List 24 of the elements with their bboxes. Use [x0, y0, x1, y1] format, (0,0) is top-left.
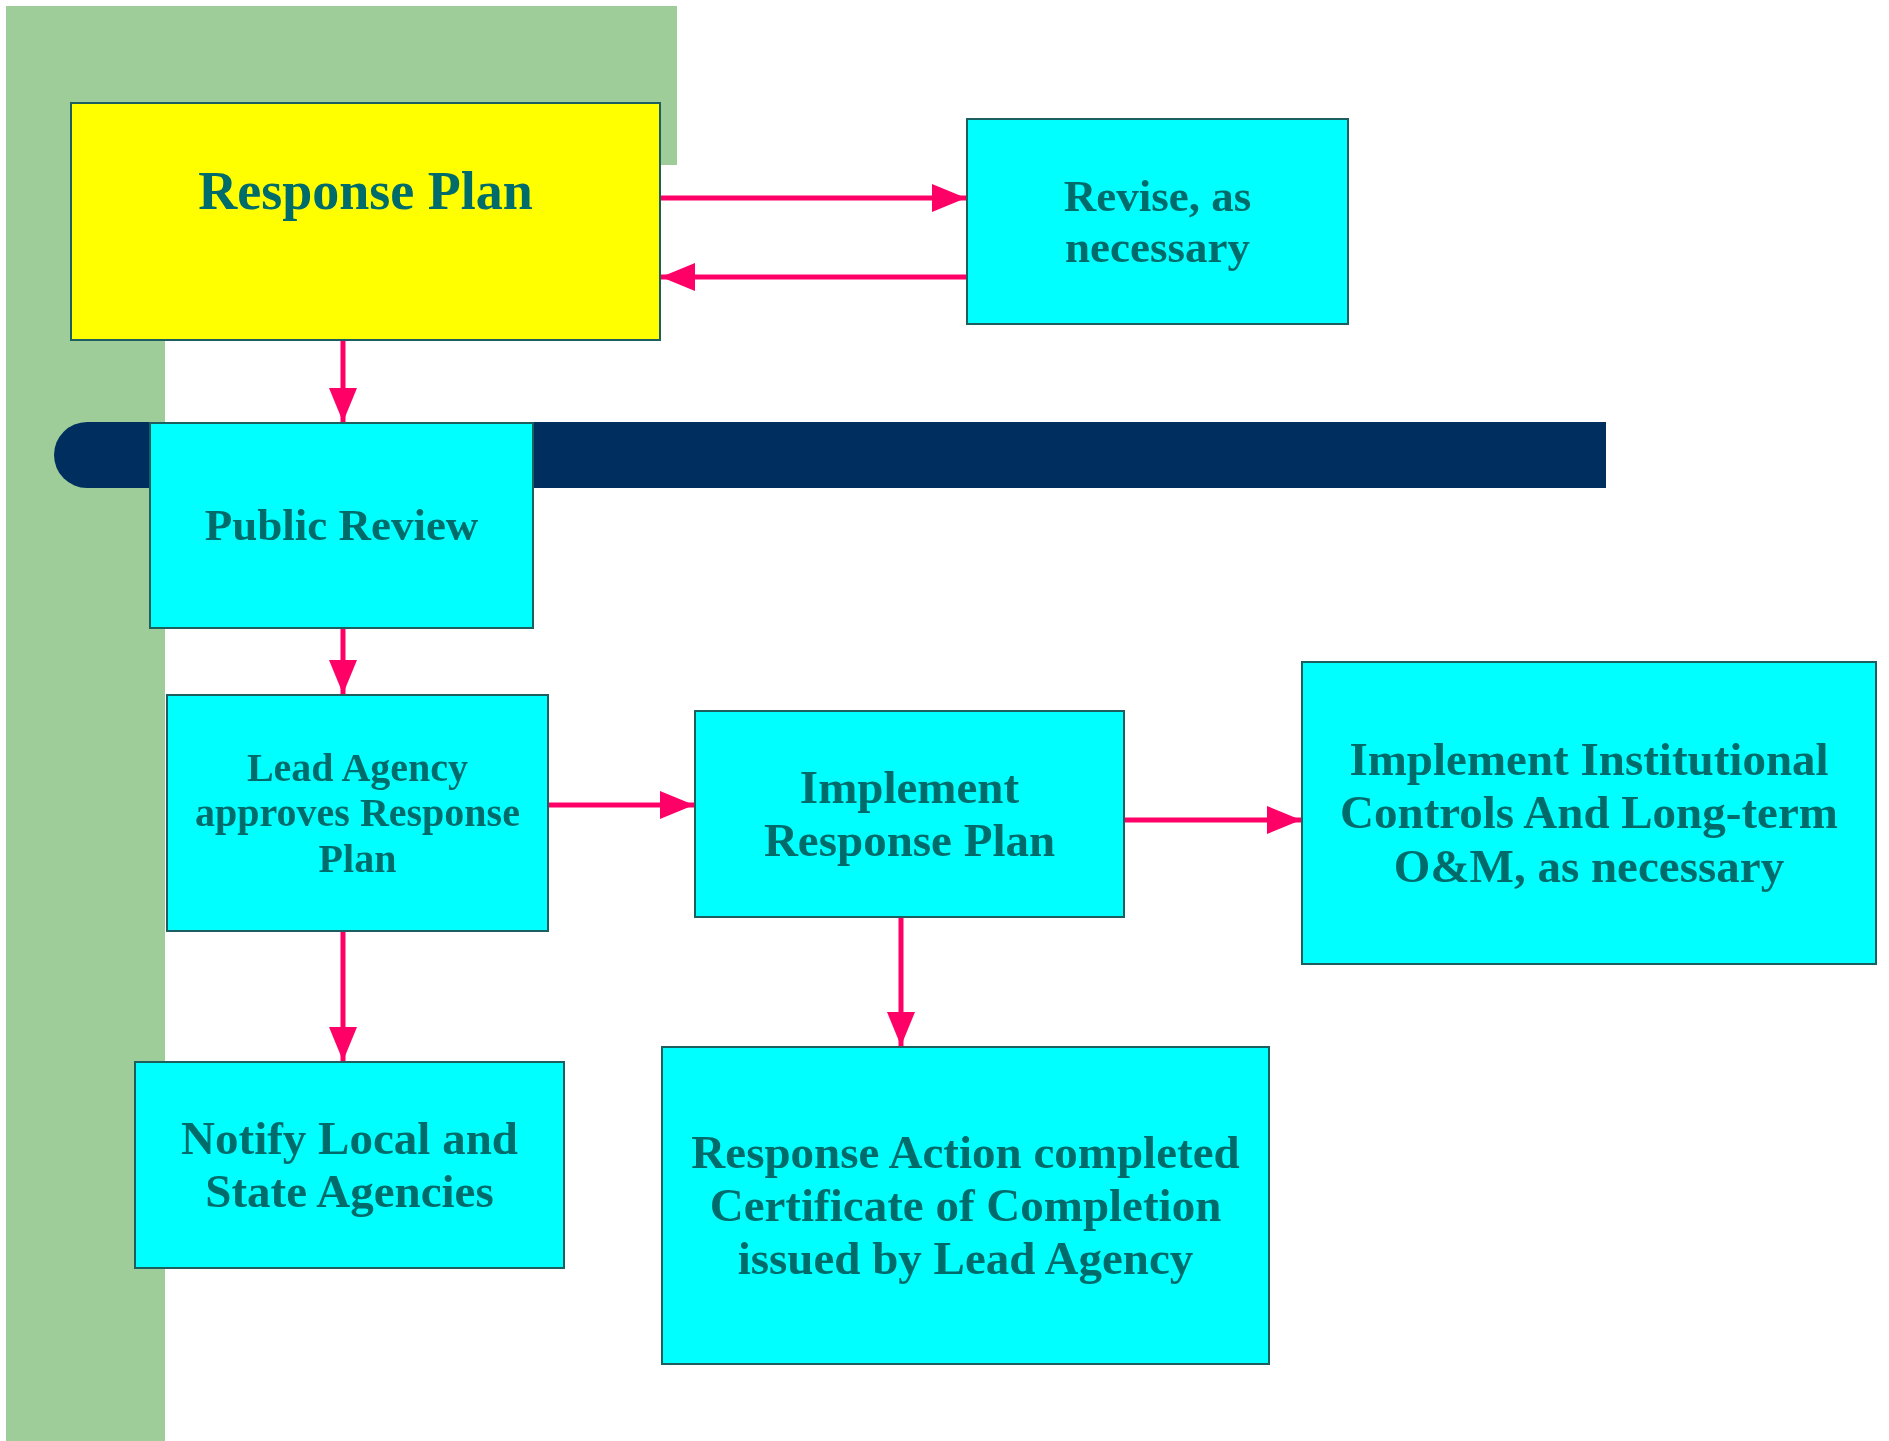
- box-label: Notify Local and State Agencies: [180, 1111, 519, 1219]
- box-label: Public Review: [204, 500, 479, 551]
- arrow: [549, 791, 694, 819]
- box-label: Revise, as necessary: [1062, 170, 1253, 273]
- box-label: Implement Institutional Controls And Long-term O&M, as necessary: [1339, 733, 1839, 893]
- process-box: [661, 1046, 1270, 1365]
- box-label: Response Action completed Certificate of Completion issued by Lead Agency: [690, 1125, 1241, 1286]
- process-box: [966, 118, 1349, 325]
- arrow: [329, 932, 357, 1061]
- process-box: [134, 1061, 565, 1269]
- box-label: Lead Agency approves Response Plan: [194, 745, 521, 881]
- process-box: [166, 694, 549, 932]
- arrow: [329, 629, 357, 694]
- arrow: [661, 184, 966, 212]
- process-box: [149, 422, 534, 629]
- process-box: [1301, 661, 1877, 965]
- arrow: [887, 918, 915, 1046]
- process-box: [694, 710, 1125, 918]
- arrow: [1125, 806, 1301, 834]
- arrow: [329, 341, 357, 422]
- box-label: Implement Response Plan: [762, 760, 1057, 868]
- process-box: [70, 102, 661, 341]
- box-label: Response Plan: [198, 161, 533, 222]
- arrow: [661, 263, 966, 291]
